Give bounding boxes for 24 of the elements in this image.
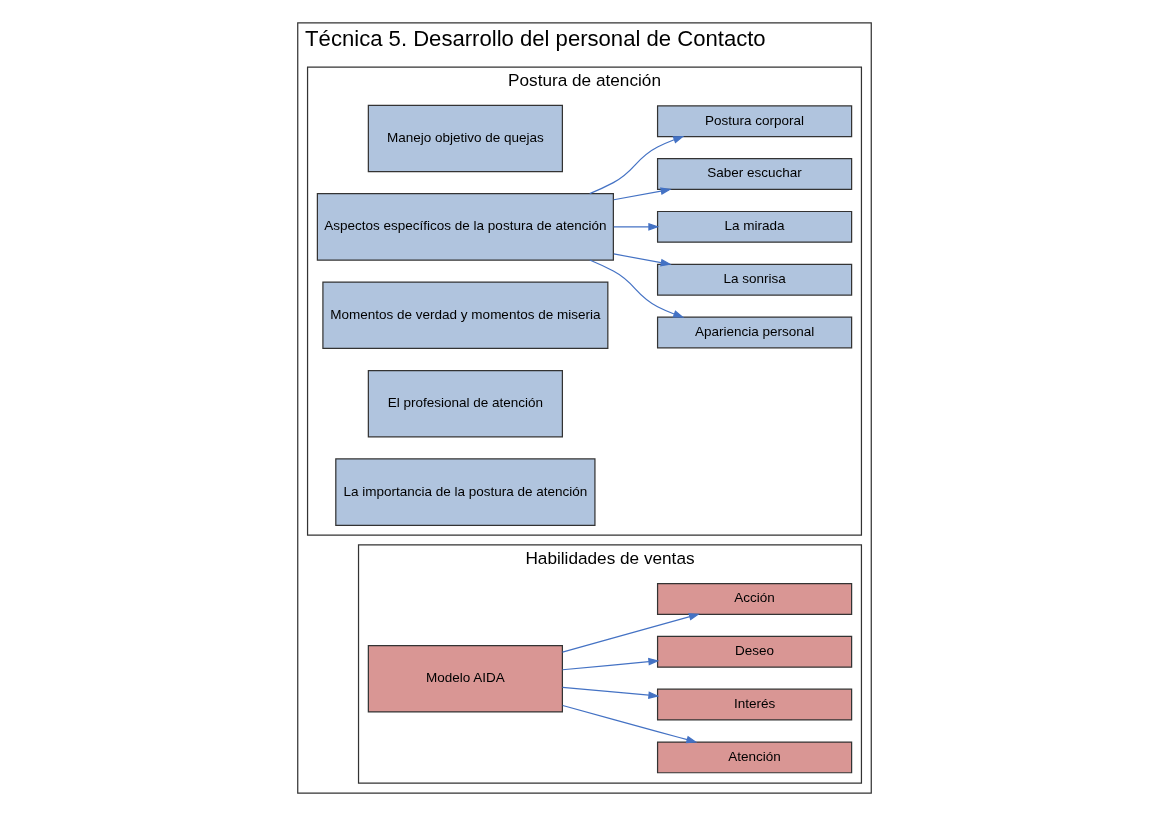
node-box: La mirada — [656, 210, 853, 243]
node-box: Interés — [656, 688, 853, 721]
node-box: Apariencia personal — [656, 316, 853, 349]
arrow — [561, 657, 660, 671]
node-box: Postura corporal — [656, 105, 853, 138]
node-box: La importancia de la postura de atención — [335, 458, 596, 526]
node-box: El profesional de atención — [367, 369, 563, 438]
arrow — [561, 686, 660, 699]
node-box: Modelo AIDA — [367, 645, 563, 713]
node-box: Saber escuchar — [656, 158, 853, 190]
arrow — [589, 136, 685, 195]
node-box: Aspectos específicos de la postura de atención — [316, 193, 614, 261]
arrow — [613, 253, 672, 267]
node-box: La sonrisa — [656, 263, 853, 296]
node-box: Deseo — [656, 635, 853, 668]
node-box: Acción — [656, 583, 853, 615]
node-box: Atención — [656, 741, 853, 774]
arrow — [589, 259, 685, 318]
node-box: Momentos de verdad y momentos de miseria — [322, 281, 609, 350]
arrow — [561, 613, 700, 653]
arrow — [613, 187, 672, 201]
arrow — [613, 223, 660, 231]
arrow — [562, 704, 698, 744]
node-box: Manejo objetivo de quejas — [367, 104, 563, 173]
